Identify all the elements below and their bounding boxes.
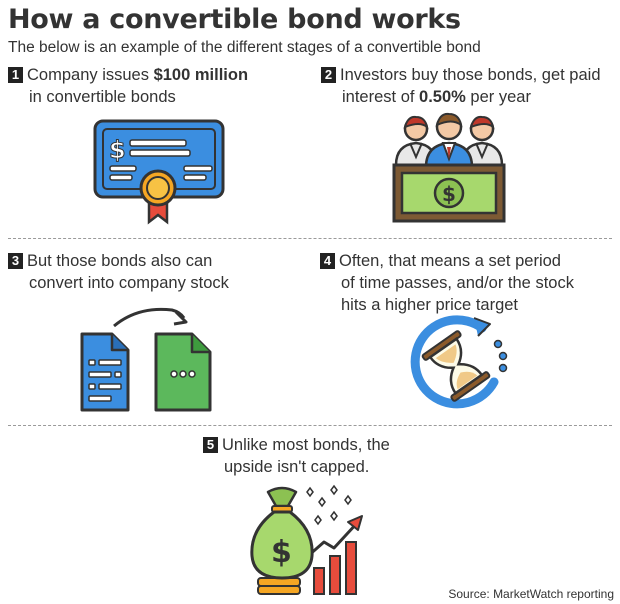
divider-2 (8, 425, 612, 426)
step-1-text: Company issues (27, 66, 154, 84)
step-2-number: 2 (321, 67, 336, 83)
page-title: How a convertible bond works (8, 4, 461, 35)
step-4-text-line2: of time passes, and/or the stock (341, 274, 574, 292)
step-3-text-line2: convert into company stock (29, 274, 229, 292)
money-bag-growth-icon: $ (250, 484, 363, 595)
step-4-number: 4 (320, 253, 335, 269)
divider-1 (8, 238, 612, 239)
step-4-text-line3: hits a higher price target (341, 296, 519, 314)
svg-text:$: $ (271, 535, 292, 570)
hourglass-icon (410, 315, 508, 409)
step-4-text-line1: Often, that means a set period (339, 252, 561, 270)
step-1-amount: $100 million (153, 66, 249, 84)
step-2-text: Investors buy those bonds, get paid (340, 66, 601, 84)
step-5-text-line2: upside isn't capped. (224, 458, 370, 476)
source-note: Source: MarketWatch reporting (448, 587, 614, 601)
svg-text:$: $ (442, 182, 456, 206)
step-2-text-end: per year (465, 88, 531, 106)
step-3-number: 3 (8, 253, 23, 269)
svg-text:$: $ (109, 136, 126, 164)
document-conversion-icon (80, 307, 212, 412)
step-5-text-line1: Unlike most bonds, the (222, 436, 390, 454)
step-1-number: 1 (8, 67, 23, 83)
step-2-text-line2: interest of (342, 88, 420, 106)
step-2-rate: 0.50% (419, 88, 466, 106)
investors-podium-icon: $ (392, 112, 506, 223)
page-subtitle: The below is an example of the different… (8, 39, 481, 56)
step-3-text-line1: But those bonds also can (27, 252, 213, 270)
step-1-text-line2: in convertible bonds (29, 88, 176, 106)
certificate-icon: $ (93, 119, 225, 225)
step-5-number: 5 (203, 437, 218, 453)
